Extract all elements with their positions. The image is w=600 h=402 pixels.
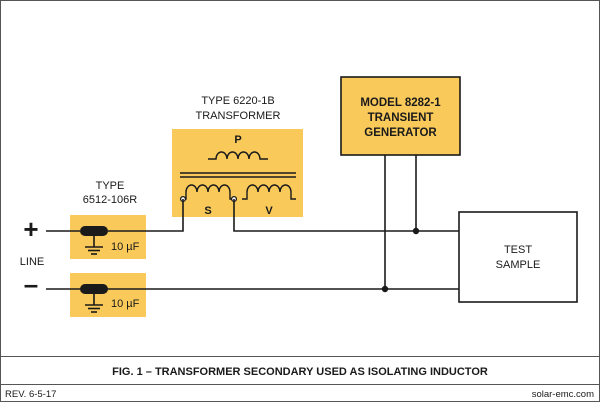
wire-secondary-to-sample <box>233 199 459 232</box>
line-plus-symbol: + <box>23 214 38 244</box>
capacitor-top-value: 10 µF <box>111 241 140 253</box>
transformer-v-winding <box>242 184 296 200</box>
transformer-type-line2: TRANSFORMER <box>196 110 281 122</box>
generator-line3: GENERATOR <box>364 127 437 139</box>
generator-box <box>340 76 461 156</box>
test-sample-box <box>458 211 578 303</box>
generator-line1: MODEL 8282-1 <box>360 97 441 109</box>
test-sample-line2: SAMPLE <box>496 259 541 271</box>
wire-capacitor-to-secondary <box>108 199 184 232</box>
transformer-6220-1b: P S V <box>172 129 303 217</box>
line-minus-symbol: – <box>24 269 38 299</box>
feedthrough-capacitor-bottom: 10 µF <box>70 273 146 317</box>
capacitor-type-line2: 6512-106R <box>83 194 137 206</box>
junction-dot-negative <box>381 285 389 293</box>
transformer-tertiary-label: V <box>265 205 273 217</box>
feedthrough-capacitor-top: 10 µF <box>70 215 146 259</box>
figure-caption: FIG. 1 – TRANSFORMER SECONDARY USED AS I… <box>112 366 488 378</box>
transient-generator: MODEL 8282-1 TRANSIENT GENERATOR <box>340 76 461 156</box>
website-label: solar-emc.com <box>532 389 594 400</box>
line-label: LINE <box>20 256 44 268</box>
generator-line2: TRANSIENT <box>368 112 434 124</box>
test-sample-line1: TEST <box>504 244 532 256</box>
junction-dot-positive <box>412 227 420 235</box>
transformer-type-line1: TYPE 6220-1B <box>201 95 274 107</box>
transformer-secondary-winding <box>183 184 234 200</box>
transformer-primary-label: P <box>234 134 241 146</box>
test-sample: TEST SAMPLE <box>458 211 578 303</box>
capacitor-top-body <box>70 215 146 259</box>
capacitor-type-line1: TYPE <box>96 180 125 192</box>
capacitor-top-element <box>80 226 108 236</box>
transformer-secondary-label: S <box>204 205 211 217</box>
capacitor-bottom-value: 10 µF <box>111 298 140 310</box>
revision-label: REV. 6-5-17 <box>5 389 56 400</box>
capacitor-bottom-body <box>70 273 146 317</box>
transformer-primary-winding <box>208 151 268 160</box>
